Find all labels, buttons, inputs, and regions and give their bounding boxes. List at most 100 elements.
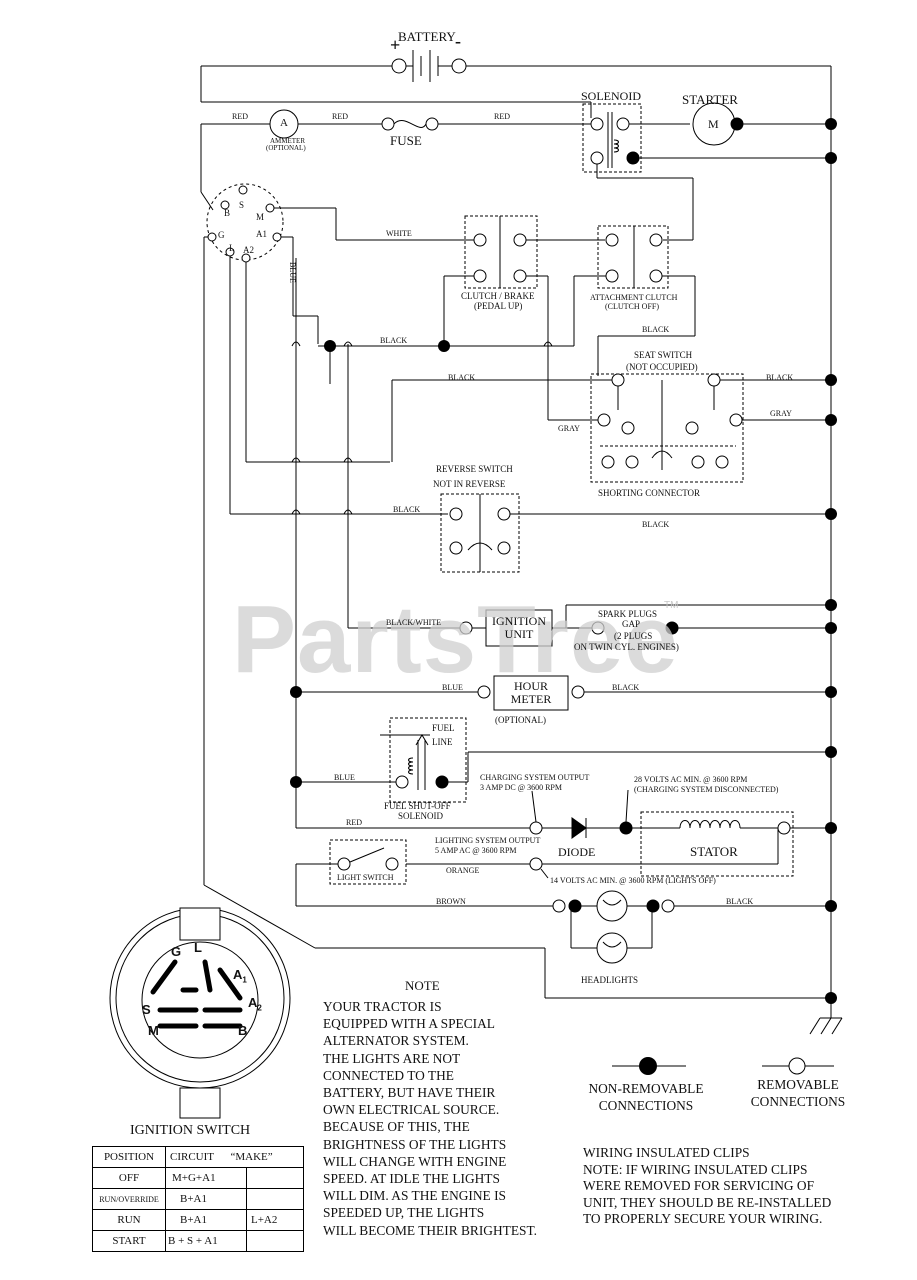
wire-orange: ORANGE bbox=[446, 866, 480, 875]
wire-black-8: BLACK bbox=[726, 897, 754, 906]
sw-face-l: L bbox=[194, 940, 202, 955]
fuel-line-label-2: LINE bbox=[432, 737, 453, 747]
wire-red-2: RED bbox=[332, 112, 348, 121]
table-row: OFF M+G+A1 bbox=[92, 1167, 304, 1189]
row-circuit: B+A1 bbox=[165, 1188, 247, 1210]
two-plugs-label: (2 PLUGS bbox=[614, 631, 653, 641]
wire-black-7: BLACK bbox=[612, 683, 640, 692]
wire-black-1: BLACK bbox=[380, 336, 408, 345]
term-l: L bbox=[229, 243, 235, 253]
fuse-label: FUSE bbox=[390, 133, 422, 148]
sw-face-b: B bbox=[238, 1023, 248, 1038]
sw-face-s: S bbox=[142, 1002, 151, 1017]
wire-gray-1: GRAY bbox=[558, 424, 580, 433]
spark-gap-label: GAP bbox=[622, 619, 641, 629]
clutch-brake-pedal: (PEDAL UP) bbox=[474, 301, 523, 311]
row-position: RUN bbox=[92, 1209, 166, 1231]
clutch-brake-label: CLUTCH / BRAKE bbox=[461, 291, 535, 301]
wire-black-3: BLACK bbox=[448, 373, 476, 382]
note-body: YOUR TRACTOR IS EQUIPPED WITH A SPECIAL … bbox=[323, 999, 537, 1238]
seat-switch-label: SEAT SWITCH bbox=[634, 350, 693, 360]
term-a2: A2 bbox=[243, 245, 254, 255]
starter-label: STARTER bbox=[682, 92, 738, 107]
row-extra bbox=[246, 1188, 304, 1210]
table-header-row: POSITION CIRCUIT “MAKE” bbox=[92, 1146, 304, 1168]
wire-gray-2: GRAY bbox=[770, 409, 792, 418]
reverse-switch-state: NOT IN REVERSE bbox=[433, 479, 506, 489]
clips-note: WIRING INSULATED CLIPS NOTE: IF WIRING I… bbox=[583, 1145, 832, 1226]
seat-switch-state: (NOT OCCUPIED) bbox=[626, 362, 698, 372]
row-extra: L+A2 bbox=[246, 1209, 304, 1231]
wire-blue-vertical: BLUE bbox=[288, 262, 297, 283]
wire-black-2: BLACK bbox=[642, 325, 670, 334]
ammeter-label: AMMETER bbox=[270, 137, 305, 145]
ammeter-letter: A bbox=[280, 117, 288, 129]
note-title: NOTE bbox=[405, 978, 440, 993]
reverse-switch-label: REVERSE SWITCH bbox=[436, 464, 513, 474]
header-position: POSITION bbox=[92, 1146, 166, 1168]
light-switch-label: LIGHT SWITCH bbox=[337, 873, 394, 882]
lighting-output-1: LIGHTING SYSTEM OUTPUT bbox=[435, 836, 541, 845]
stator-label: STATOR bbox=[690, 844, 738, 859]
sw-face-a1: A1 bbox=[233, 967, 247, 985]
starter-motor-letter: M bbox=[708, 117, 719, 131]
term-m: M bbox=[256, 212, 265, 222]
headlights-label: HEADLIGHTS bbox=[581, 975, 638, 985]
battery-plus: + bbox=[390, 35, 401, 55]
row-extra bbox=[246, 1230, 304, 1252]
shorting-connector-label: SHORTING CONNECTOR bbox=[598, 488, 701, 498]
wire-black-5: BLACK bbox=[393, 505, 421, 514]
wire-red-3: RED bbox=[494, 112, 510, 121]
lighting-output-2: 5 AMP AC @ 3600 RPM bbox=[435, 846, 517, 855]
wire-white: WHITE bbox=[386, 229, 412, 238]
wire-black-4: BLACK bbox=[766, 373, 794, 382]
fuel-line-label-1: FUEL bbox=[432, 723, 455, 733]
sw-face-g: G bbox=[171, 944, 182, 959]
table-row: START B + S + A1 bbox=[92, 1230, 304, 1252]
sw-face-m: M bbox=[148, 1023, 159, 1038]
fuel-shutoff-label: FUEL SHUT-OFF bbox=[384, 801, 451, 811]
row-circuit: M+G+A1 bbox=[165, 1167, 247, 1189]
fuel-shutoff-solenoid: SOLENOID bbox=[398, 811, 443, 821]
watermark-tm: TM bbox=[664, 600, 679, 611]
row-circuit: B+A1 bbox=[165, 1209, 247, 1231]
charging-output-1: CHARGING SYSTEM OUTPUT bbox=[480, 773, 590, 782]
row-position: RUN/OVERRIDE bbox=[92, 1188, 166, 1210]
volts28-1: 28 VOLTS AC MIN. @ 3600 RPM bbox=[634, 775, 748, 784]
term-b: B bbox=[224, 208, 231, 218]
wire-red-4: RED bbox=[346, 818, 362, 827]
wire-black-6: BLACK bbox=[642, 520, 670, 529]
solenoid-label: SOLENOID bbox=[581, 89, 641, 103]
table-row: RUN B+A1 L+A2 bbox=[92, 1209, 304, 1231]
battery-label: BATTERY bbox=[398, 29, 456, 44]
attachment-clutch-off: (CLUTCH OFF) bbox=[605, 302, 660, 311]
wire-brown: BROWN bbox=[436, 897, 466, 906]
wire-red-1: RED bbox=[232, 112, 248, 121]
charging-output-2: 3 AMP DC @ 3600 RPM bbox=[480, 783, 562, 792]
volts14-label: 14 VOLTS AC MIN. @ 3600 RPM (LIGHTS OFF) bbox=[550, 876, 716, 885]
wire-blue-1: BLUE bbox=[442, 683, 463, 692]
row-position: OFF bbox=[92, 1167, 166, 1189]
watermark: PartsTree bbox=[232, 586, 679, 693]
ignition-switch-title: IGNITION SWITCH bbox=[130, 1123, 251, 1138]
spark-plugs-label: SPARK PLUGS bbox=[598, 609, 657, 619]
wire-blue-2: BLUE bbox=[334, 773, 355, 782]
attachment-clutch-label: ATTACHMENT CLUTCH bbox=[590, 293, 678, 302]
term-a1: A1 bbox=[256, 229, 267, 239]
row-position: START bbox=[92, 1230, 166, 1252]
term-s: S bbox=[239, 200, 245, 210]
row-extra bbox=[246, 1167, 304, 1189]
twin-cyl-label: ON TWIN CYL. ENGINES) bbox=[574, 642, 679, 652]
battery-minus: - bbox=[455, 31, 461, 51]
wire-black-white: BLACK/WHITE bbox=[386, 618, 442, 627]
diode-label: DIODE bbox=[558, 845, 596, 859]
term-g: G bbox=[218, 230, 225, 240]
sw-face-a2: A2 bbox=[248, 995, 262, 1013]
volts28-2: (CHARGING SYSTEM DISCONNECTED) bbox=[634, 785, 779, 794]
ammeter-optional: (OPTIONAL) bbox=[266, 144, 306, 152]
table-row: RUN/OVERRIDE B+A1 bbox=[92, 1188, 304, 1210]
header-circuit-make: CIRCUIT “MAKE” bbox=[165, 1146, 304, 1168]
